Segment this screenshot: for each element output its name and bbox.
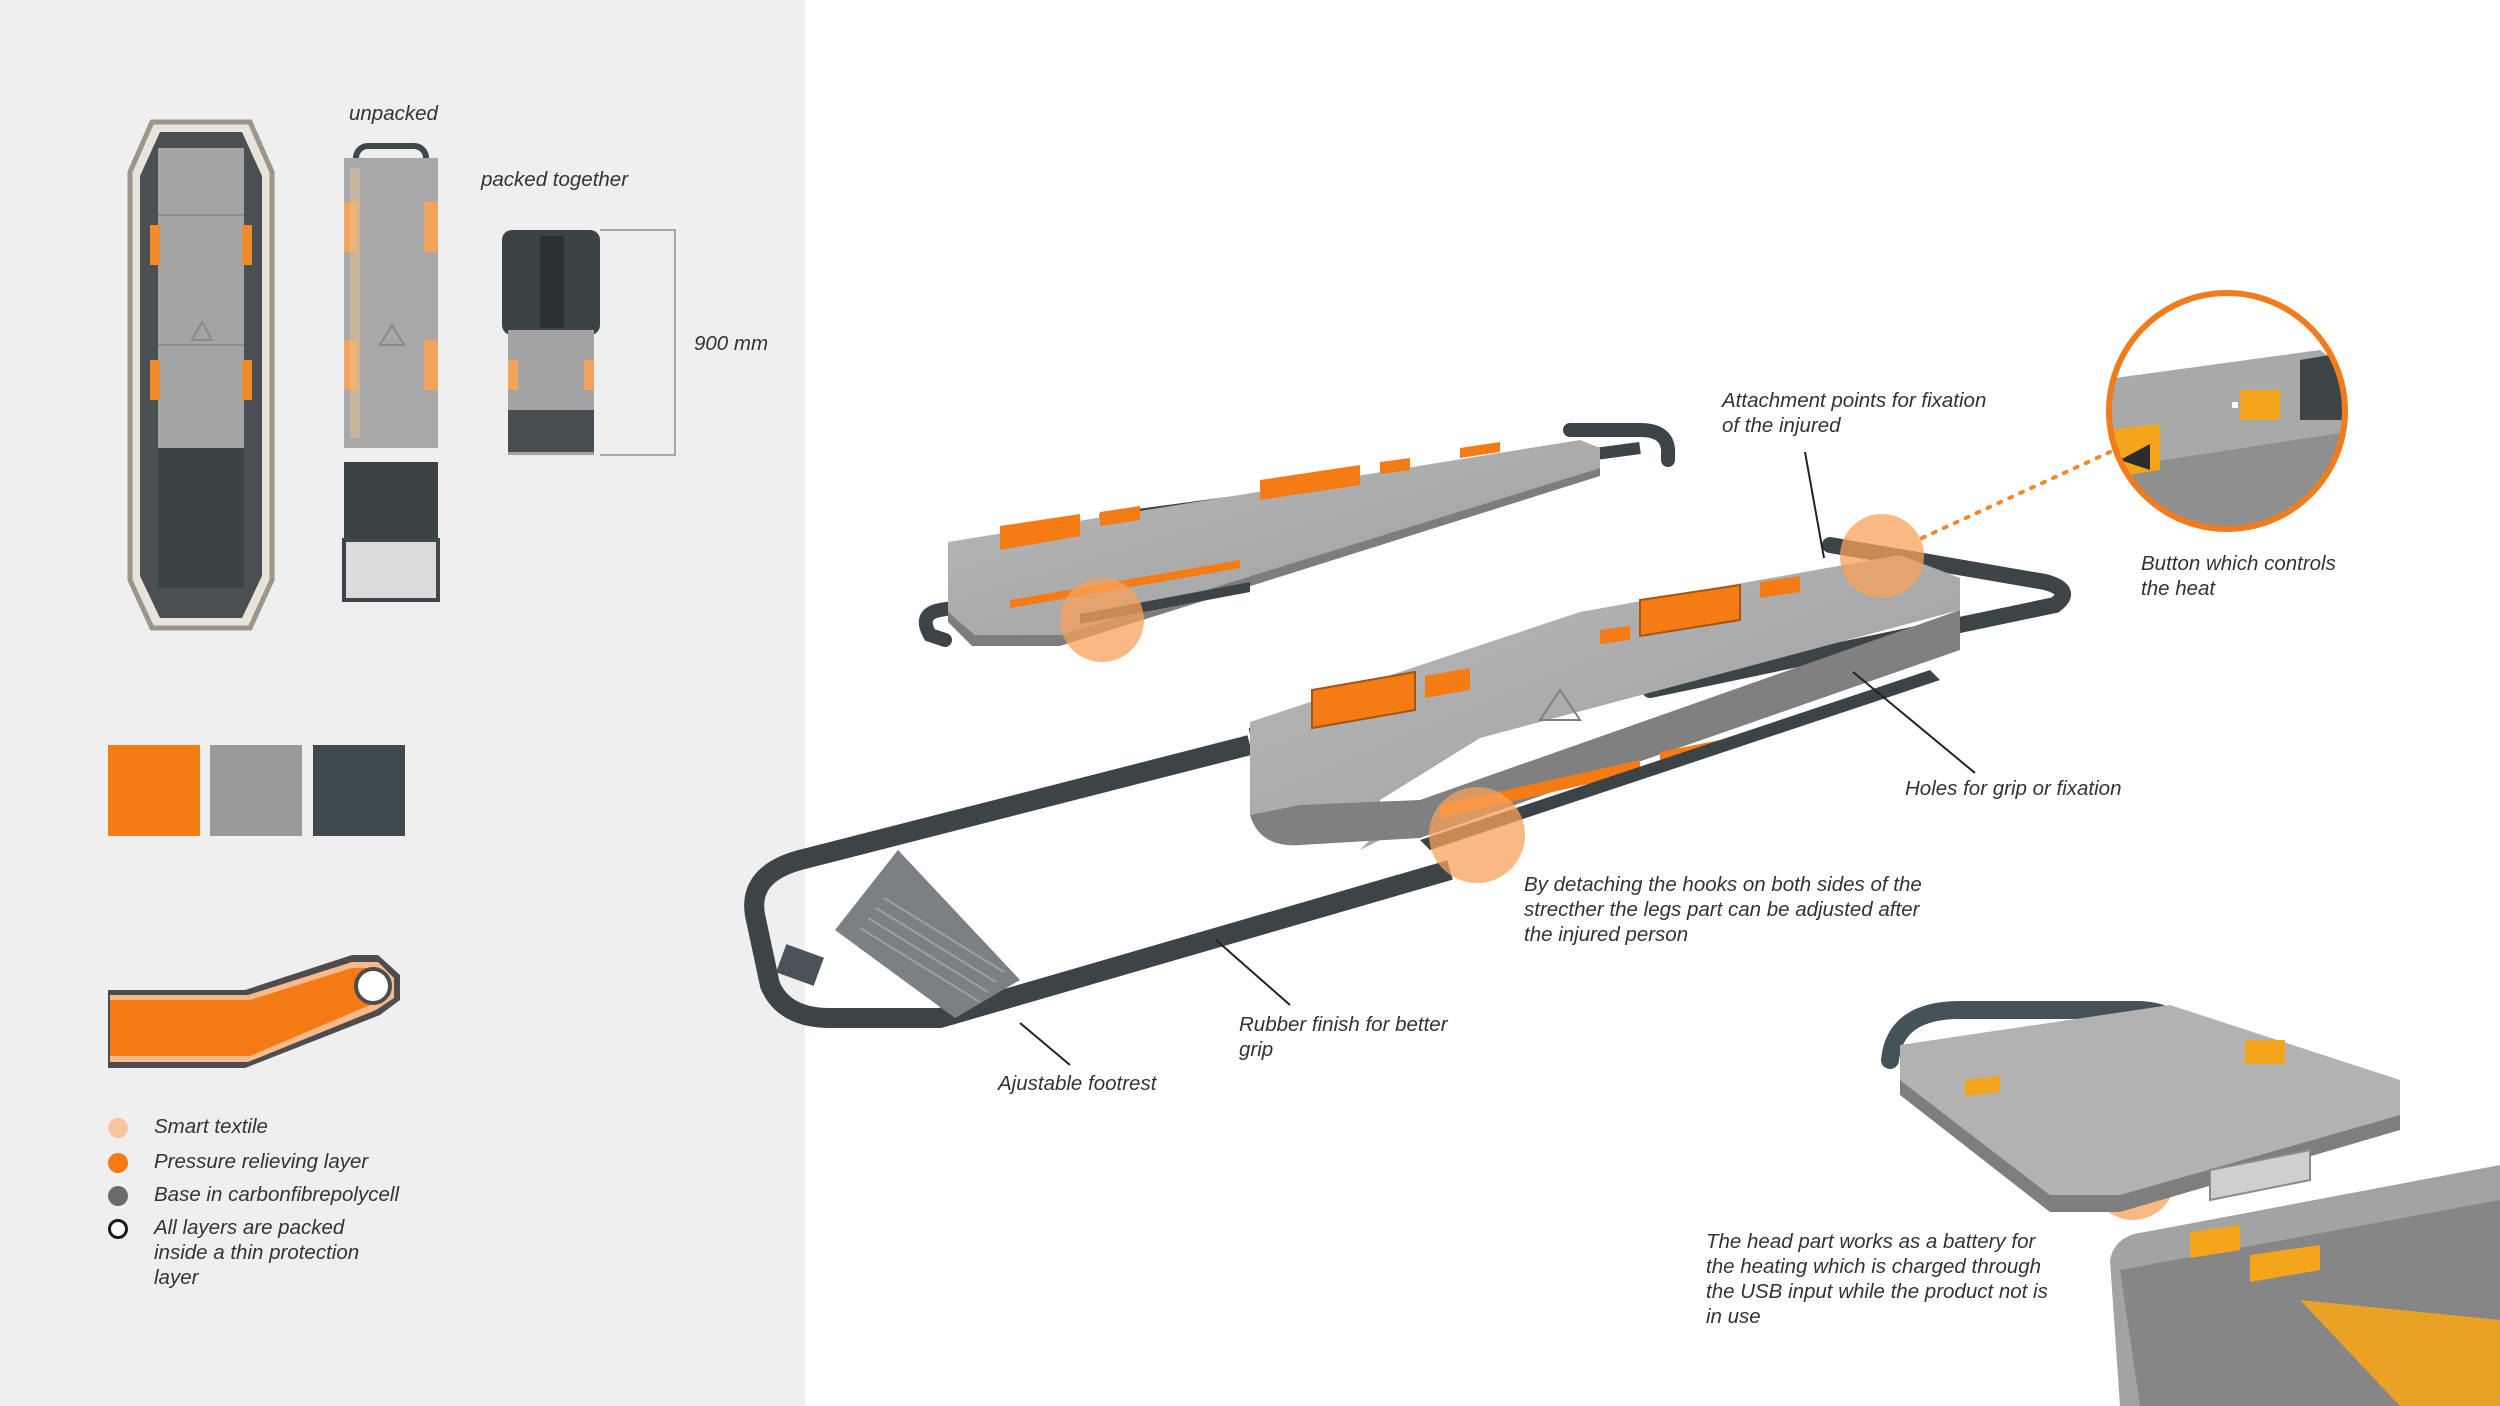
detaching-hooks-annotation: By detaching the hooks on both sides of … <box>1524 873 1922 946</box>
rubber-finish-annotation: Rubber finish for better grip <box>1239 1013 1448 1061</box>
legend-label: Pressure relieving layer <box>154 1150 369 1173</box>
head-part-detail <box>1881 1001 2500 1406</box>
unpacked-label: unpacked <box>349 102 438 125</box>
swatch-orange <box>108 745 200 836</box>
zoom-heat-button <box>2106 290 2348 532</box>
layer-cross-section <box>108 955 400 1068</box>
protection-layer-ring <box>108 1219 128 1239</box>
attachment-points-annotation: Attachment points for fixation of the in… <box>1722 389 1987 437</box>
stretcher-upper <box>918 423 1676 647</box>
pressure-layer-dot <box>108 1153 128 1173</box>
swatch-grey <box>210 745 302 836</box>
heat-button-annotation: Button which controls the heat <box>2141 552 2336 600</box>
top-view-unpacked <box>342 143 440 602</box>
base-layer-dot <box>108 1186 128 1206</box>
dimension-label: 900 mm <box>694 332 769 355</box>
legend-label: Smart textile <box>154 1115 268 1138</box>
smart-textile-dot <box>108 1118 128 1138</box>
leader-lines <box>1019 451 1976 1066</box>
top-view-basket <box>127 119 275 631</box>
packed-together-label: packed together <box>481 168 629 191</box>
legend-label: All layers are packed inside a thin prot… <box>154 1216 360 1289</box>
swatch-dark <box>313 745 405 836</box>
footrest-annotation: Ajustable footrest <box>998 1072 1157 1095</box>
battery-annotation: The head part works as a battery for the… <box>1706 1230 2048 1328</box>
legend-label: Base in carbonfibrepolycell <box>154 1183 399 1206</box>
holes-annotation: Holes for grip or fixation <box>1905 777 2122 800</box>
top-view-packed <box>502 229 676 456</box>
